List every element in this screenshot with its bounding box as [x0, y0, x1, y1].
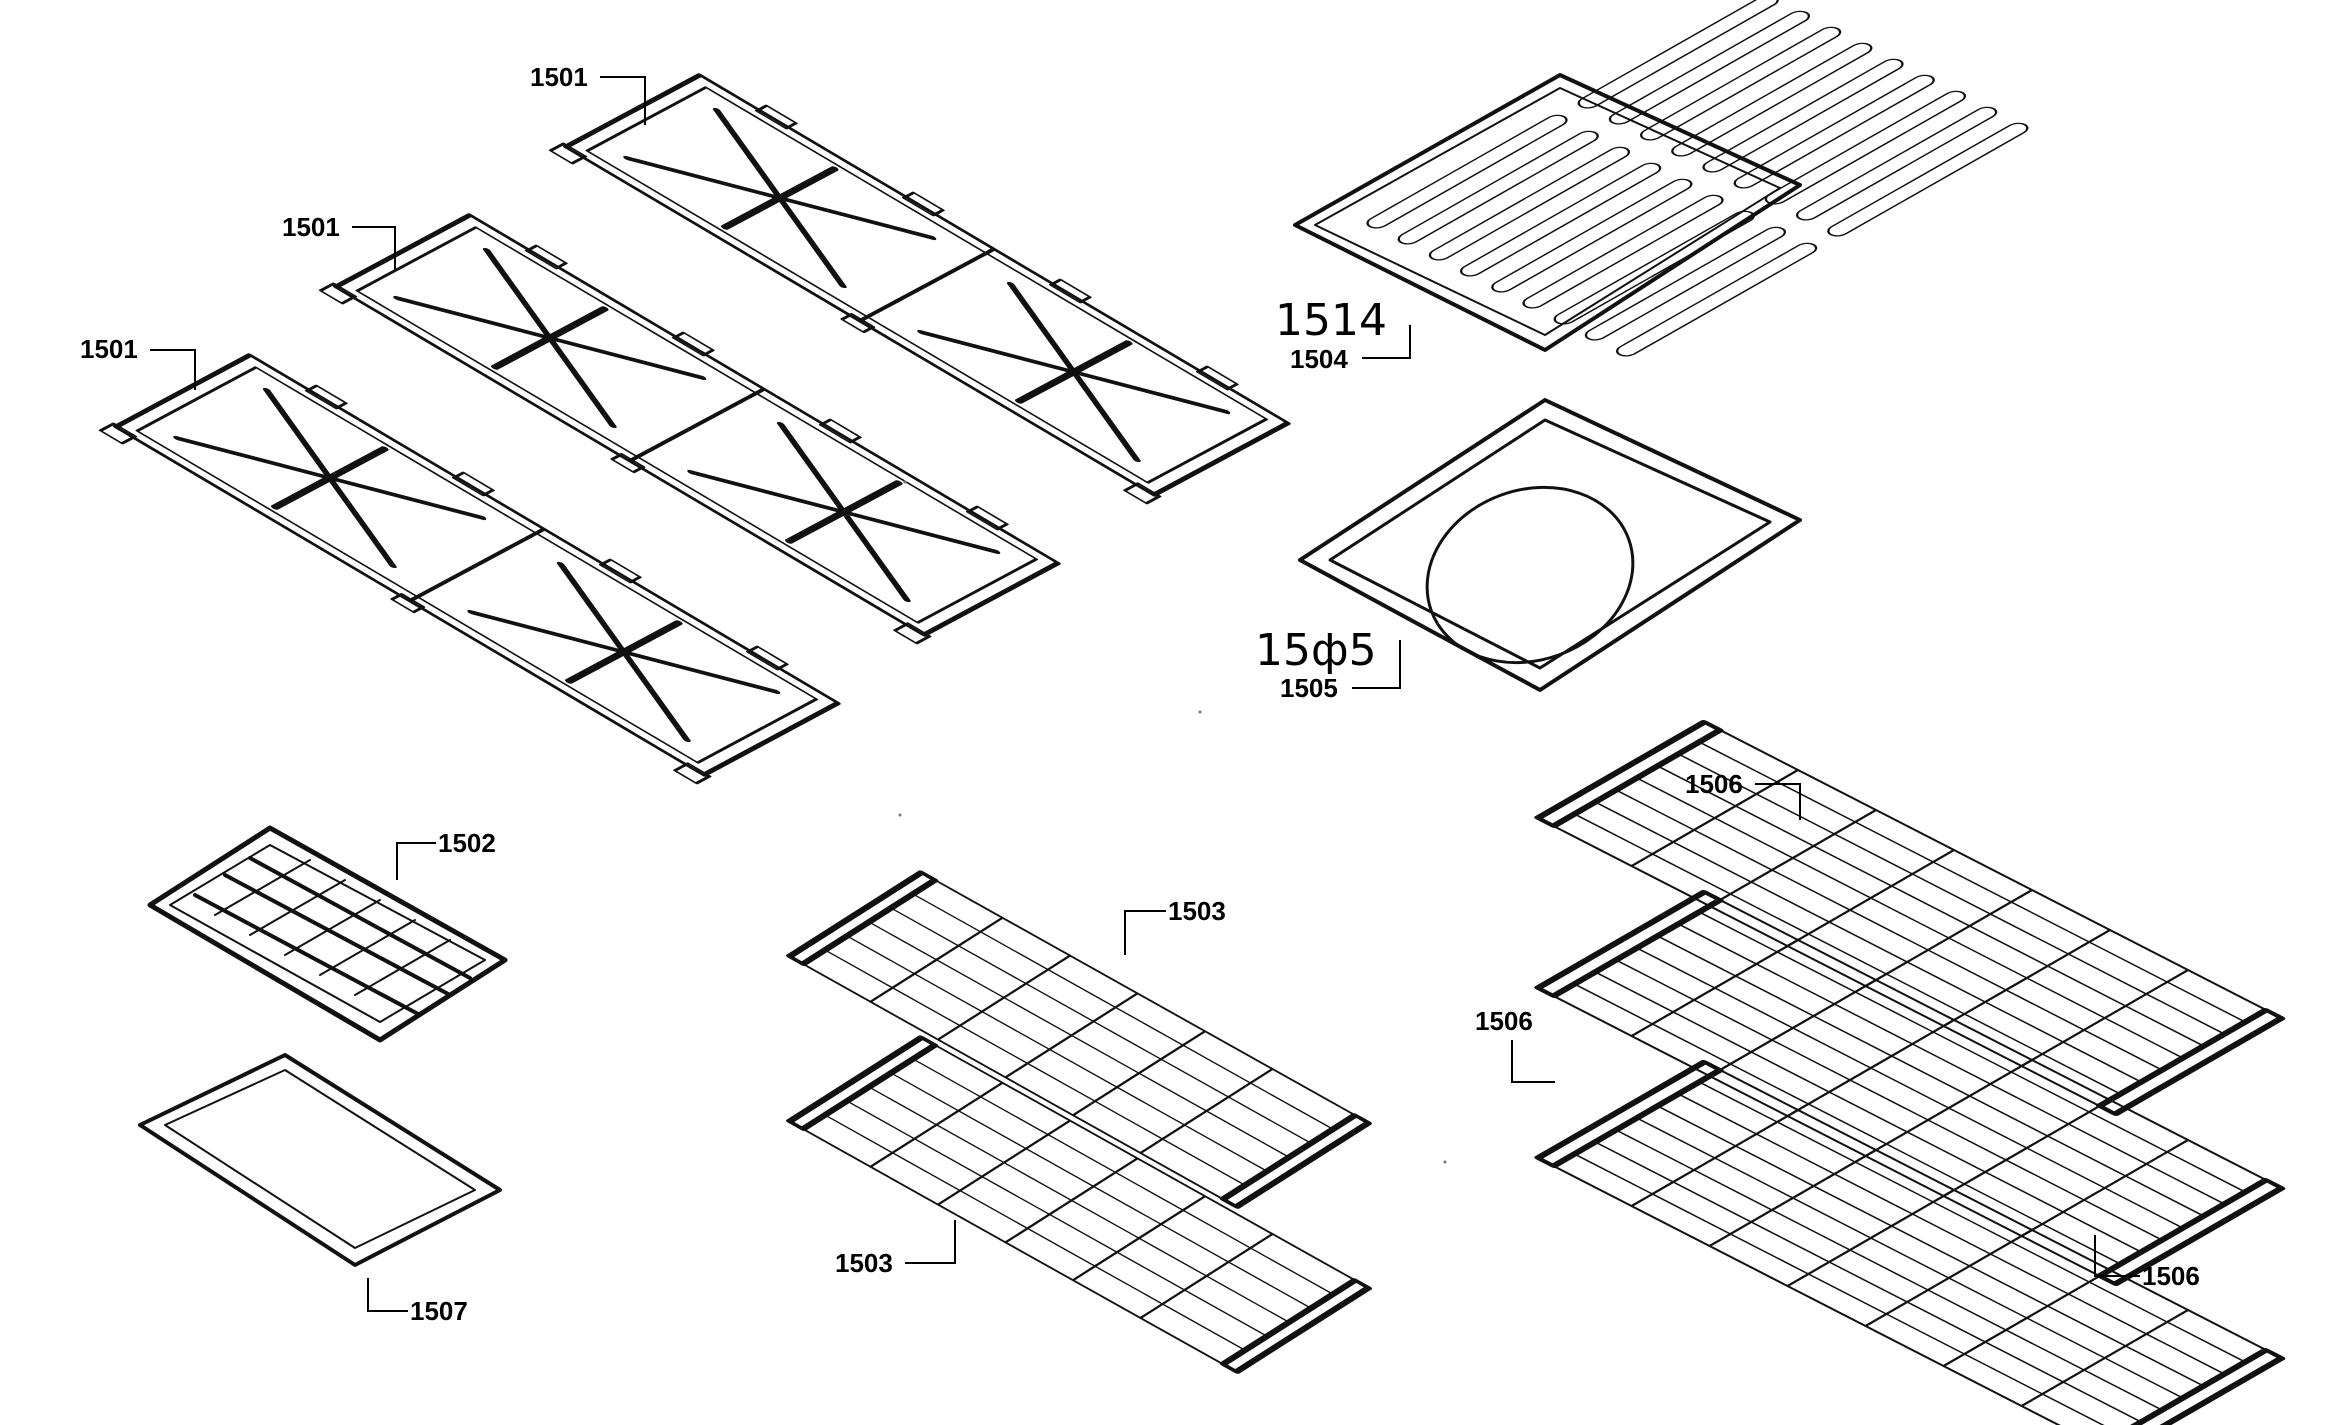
svg-text:1503: 1503	[835, 1248, 893, 1278]
label-rack-lower: 1503	[835, 1220, 956, 1278]
burner-grate-left	[100, 348, 849, 783]
scan-speck	[1198, 710, 1202, 714]
broiler-grid	[1293, 0, 2029, 357]
svg-text:1501: 1501	[80, 334, 138, 364]
wide-rack-middle	[1538, 892, 2282, 1284]
svg-text:1502: 1502	[438, 828, 496, 858]
svg-text:15ф5: 15ф5	[1255, 625, 1377, 676]
svg-text:1503: 1503	[1168, 896, 1226, 926]
svg-text:1506: 1506	[1685, 769, 1743, 799]
label-small-broiler-pan: 1507	[367, 1278, 468, 1326]
svg-text:1505: 1505	[1280, 673, 1338, 703]
small-broiler-pan	[138, 1053, 502, 1267]
label-wide-rack-middle: 1506	[1475, 1006, 1555, 1083]
roasting-pan	[1298, 398, 1802, 692]
svg-text:1514: 1514	[1275, 295, 1387, 346]
wide-rack-top	[1538, 722, 2282, 1114]
label-wide-rack-bottom: 1506	[2094, 1235, 2200, 1291]
label-roasting-pan: 15ф5 1505	[1255, 625, 1401, 703]
burner-grate-top	[550, 68, 1299, 503]
label-small-broiler-grid: 1502	[396, 828, 496, 880]
svg-text:1506: 1506	[1475, 1006, 1533, 1036]
wide-rack-bottom	[1538, 1062, 2282, 1425]
label-rack-upper: 1503	[1124, 896, 1226, 955]
svg-text:1506: 1506	[2142, 1261, 2200, 1291]
scan-speck	[1443, 1160, 1447, 1164]
svg-text:1507: 1507	[410, 1296, 468, 1326]
label-grate-left: 1501	[80, 334, 196, 390]
scan-speck	[903, 480, 907, 484]
label-grate-top: 1501	[530, 62, 646, 125]
small-broiler-grid	[147, 825, 508, 1043]
label-grate-middle: 1501	[282, 212, 396, 270]
label-broiler-grid: 1514 1504	[1275, 295, 1411, 374]
label-wide-rack-top: 1506	[1685, 769, 1801, 820]
svg-text:1504: 1504	[1290, 344, 1348, 374]
oven-rack-lower	[790, 1037, 1369, 1371]
burner-grate-middle	[320, 208, 1069, 643]
scan-speck	[898, 813, 902, 817]
svg-text:1501: 1501	[282, 212, 340, 242]
oven-rack-upper	[790, 872, 1369, 1206]
svg-text:1501: 1501	[530, 62, 588, 92]
